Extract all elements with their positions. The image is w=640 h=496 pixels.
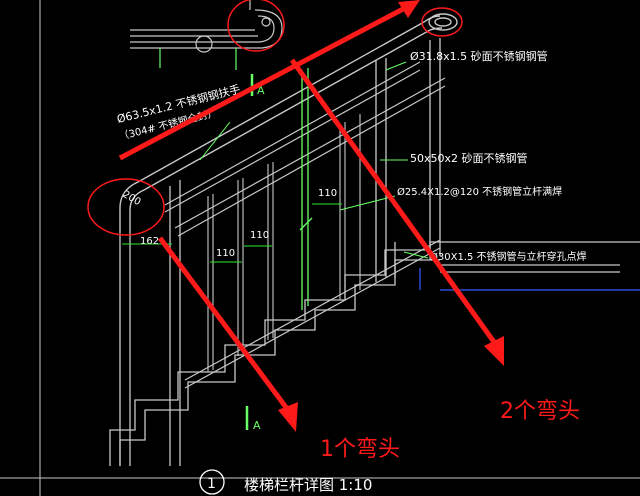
middle-rails — [164, 61, 446, 389]
leader-lines — [199, 61, 429, 259]
highlight-ellipse-left — [87, 178, 165, 236]
dim-162: 162 — [140, 236, 159, 247]
dim-110-a: 110 — [216, 248, 235, 259]
stair-steps — [109, 241, 640, 466]
drawing-title-block: 1 楼梯栏杆详图 1:10 — [199, 469, 372, 495]
callout-post-spec: 50x50x2 砂面不锈钢管 — [410, 151, 528, 165]
red-arrows — [118, 0, 504, 432]
callout-baluster-spec: Ø25.4X1.2@120 不锈钢管立杆满焊 — [397, 185, 562, 198]
handrail-section-detail — [130, 0, 283, 70]
detail-callout-bubble — [195, 35, 213, 53]
highlight-ellipse-top — [227, 0, 285, 52]
detail-number: 1 — [207, 476, 216, 492]
section-marker-bottom: A — [245, 406, 261, 432]
drawing-title: 楼梯栏杆详图 1:10 — [244, 476, 372, 494]
section-marker-top: A — [250, 74, 265, 97]
annotation-one-bend: 1个弯头 — [320, 437, 400, 462]
dim-110-c: 110 — [318, 188, 337, 199]
callout-base-spec: Ø30X1.5 不锈钢管与立杆穿孔点焊 — [430, 250, 587, 263]
balusters — [207, 114, 361, 372]
highlight-ellipse-right — [421, 7, 463, 37]
main-handrail — [119, 13, 458, 232]
annotation-two-bends: 2个弯头 — [500, 399, 580, 424]
posts — [119, 38, 441, 466]
detail-number-circle — [199, 469, 225, 495]
section-marker-label: A — [257, 84, 265, 97]
dim-110-b: 110 — [250, 230, 269, 241]
center-post — [299, 68, 313, 310]
callout-handrail-spec: Ø31.8x1.5 砂面不锈钢钢管 — [410, 49, 548, 63]
section-marker-label: A — [253, 419, 261, 432]
